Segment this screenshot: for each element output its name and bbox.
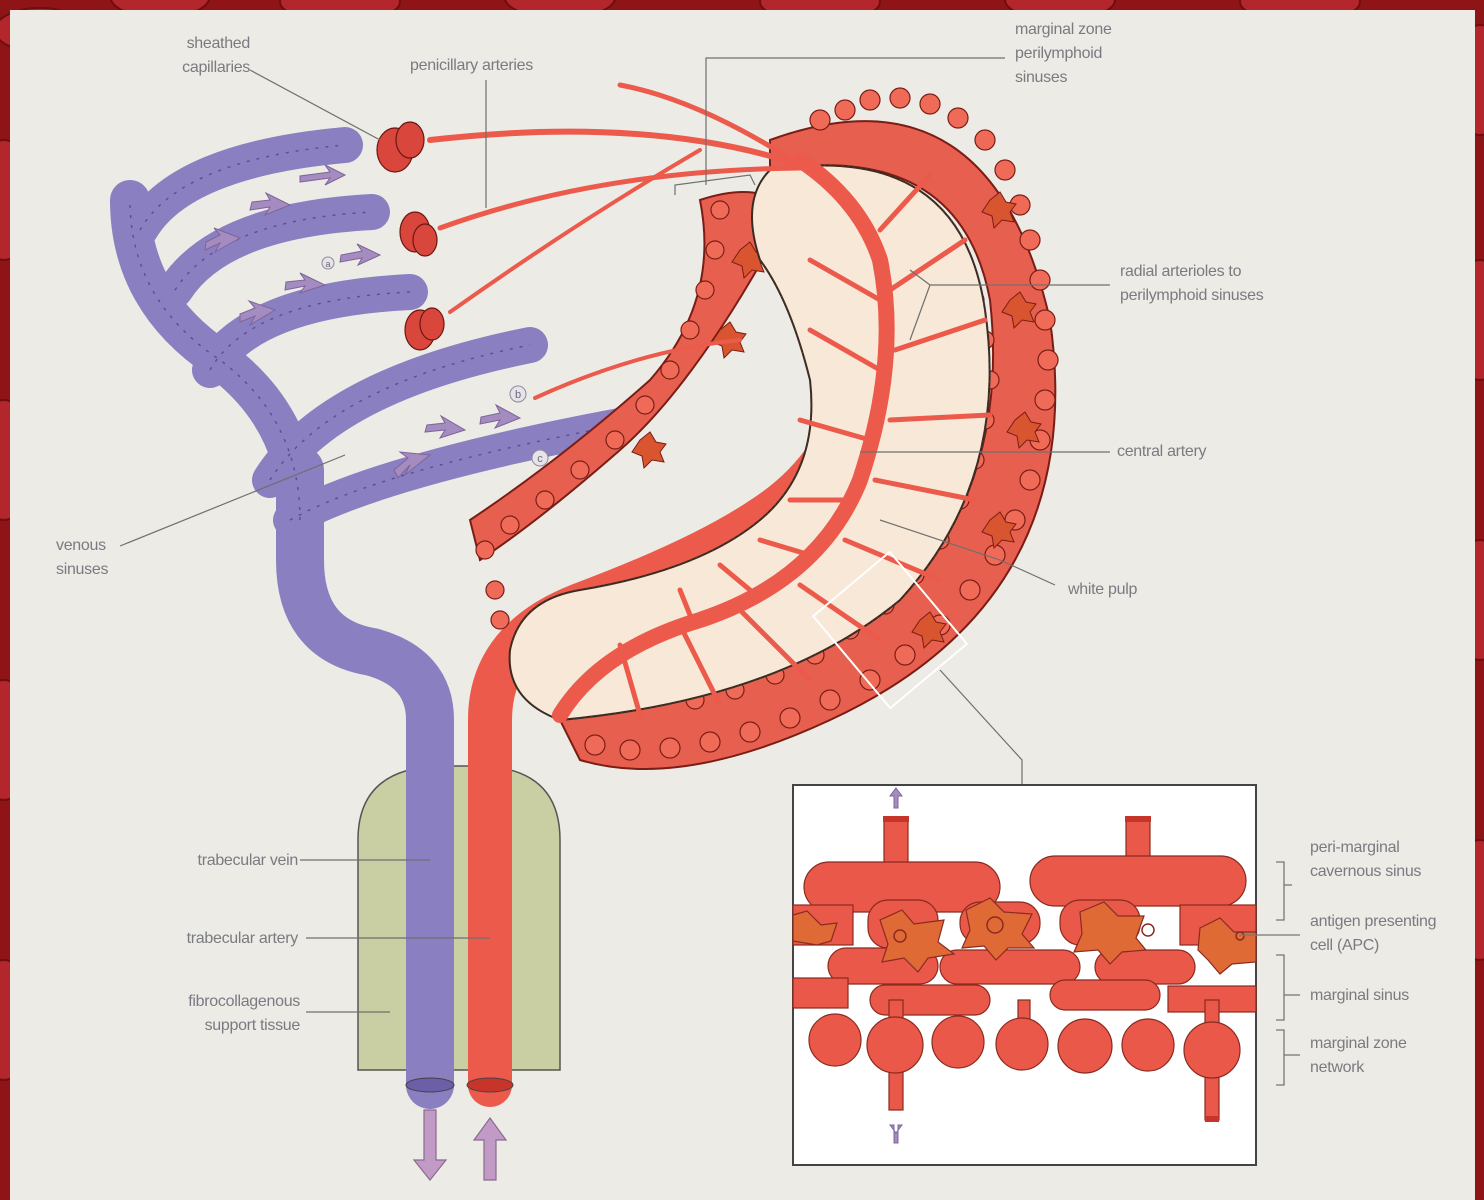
label-marginal-zone-network: marginal zone network [1310,1032,1407,1080]
label-antigen-presenting-cell: antigen presenting cell (APC) [1310,910,1436,958]
marker-c: c [537,453,543,465]
marker-b: b [515,389,521,401]
label-trabecular-vein: trabecular vein [130,849,298,873]
label-sheathed-capillaries: sheathed capillaries [140,32,250,80]
fibrocollagenous-support-tissue [358,766,560,1070]
label-central-artery: central artery [1117,440,1206,464]
label-radial-arterioles: radial arterioles to perilymphoid sinuse… [1120,260,1263,308]
label-fibrocollagenous-support-tissue: fibrocollagenous support tissue [120,990,300,1038]
sheathed-capillaries [377,122,444,350]
vein-lumen [406,1078,454,1092]
label-trabecular-artery: trabecular artery [130,927,298,951]
label-marginal-sinus: marginal sinus [1310,984,1409,1008]
artery-lumen [467,1078,513,1092]
label-marginal-zone-perilymphoid-sinuses: marginal zone perilymphoid sinuses [1015,18,1112,90]
label-white-pulp: white pulp [1068,578,1137,602]
magnify-leader [940,670,1022,785]
blood-flow-arrows [414,1110,506,1180]
label-venous-sinuses: venous sinuses [56,534,108,582]
label-peri-marginal-cavernous-sinus: peri-marginal cavernous sinus [1310,836,1421,884]
marker-a: a [325,259,330,269]
inset-detail [793,785,1256,1165]
label-penicillary-arteries: penicillary arteries [410,54,533,78]
